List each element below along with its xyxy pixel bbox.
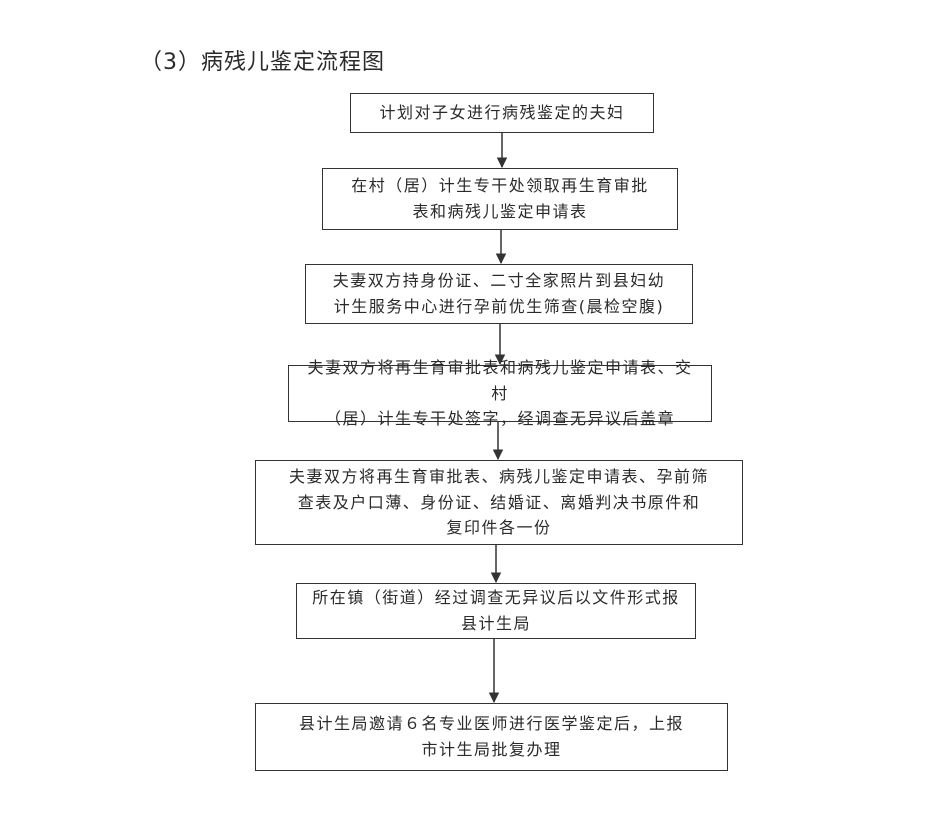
flow-step-7: 县计生局邀请６名专业医师进行医学鉴定后，上报 市计生局批复办理 (255, 703, 728, 771)
flow-step-2: 在村（居）计生专干处领取再生育审批 表和病残儿鉴定申请表 (322, 168, 678, 230)
flow-step-3: 夫妻双方持身份证、二寸全家照片到县妇幼 计生服务中心进行孕前优生筛查(晨检空腹) (305, 264, 693, 324)
flow-step-1: 计划对子女进行病残鉴定的夫妇 (350, 93, 654, 133)
flow-step-6: 所在镇（街道）经过调查无异议后以文件形式报 县计生局 (296, 583, 696, 639)
page-title: （3）病残儿鉴定流程图 (140, 50, 385, 75)
flow-step-5: 夫妻双方将再生育审批表、病残儿鉴定申请表、孕前筛 查表及户口薄、身份证、结婚证、… (255, 460, 743, 545)
